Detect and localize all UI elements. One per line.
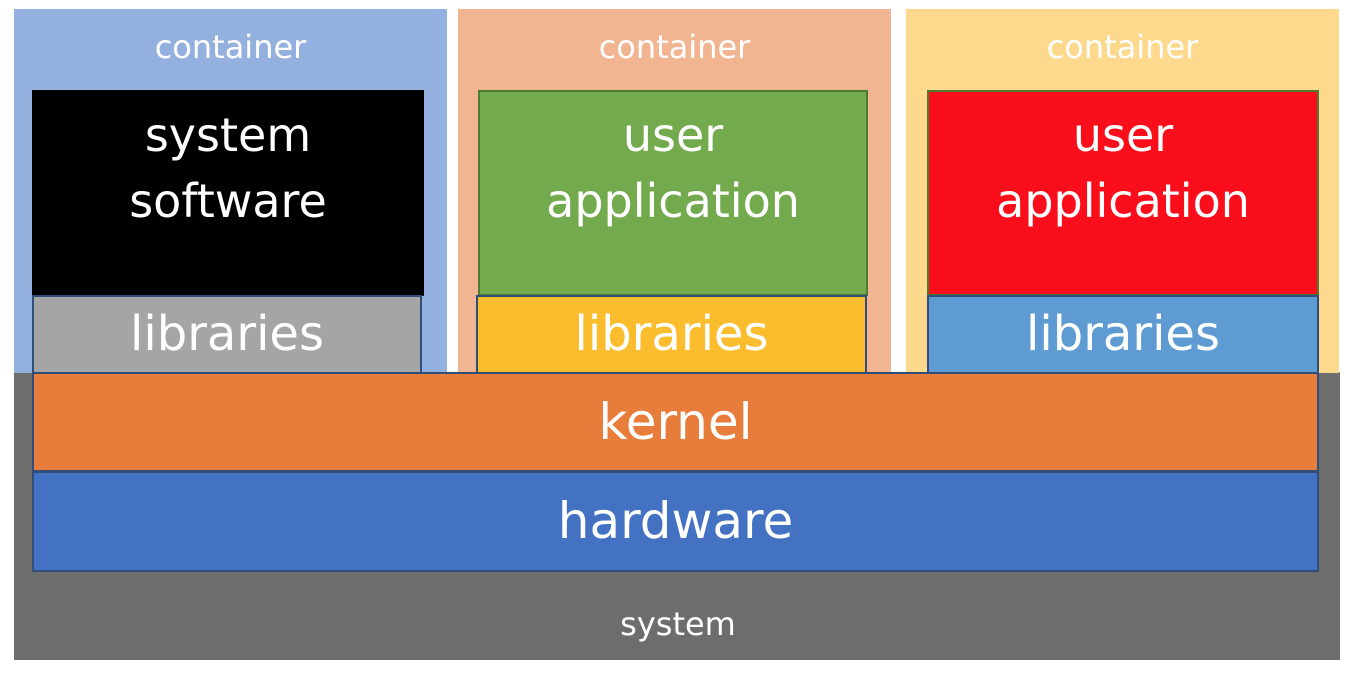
container-label: container xyxy=(154,28,307,66)
system-label: system xyxy=(620,605,736,643)
app-line-2: software xyxy=(129,174,327,228)
hardware-block: hardware xyxy=(32,471,1319,572)
user-application-block-red: user application xyxy=(927,90,1319,296)
libraries-block-3: libraries xyxy=(927,295,1319,374)
kernel-block: kernel xyxy=(32,372,1319,472)
app-line-1: user xyxy=(622,108,724,162)
app-line-1: system xyxy=(144,108,312,162)
app-line-2: application xyxy=(546,174,800,228)
container-label: container xyxy=(1046,28,1199,66)
container-label: container xyxy=(598,28,751,66)
libraries-block-2: libraries xyxy=(476,295,867,374)
system-software-block: system software xyxy=(32,90,424,296)
app-line-2: application xyxy=(996,174,1250,228)
user-application-block-green: user application xyxy=(478,90,868,296)
libraries-block-1: libraries xyxy=(32,295,422,374)
app-line-1: user xyxy=(1072,108,1174,162)
